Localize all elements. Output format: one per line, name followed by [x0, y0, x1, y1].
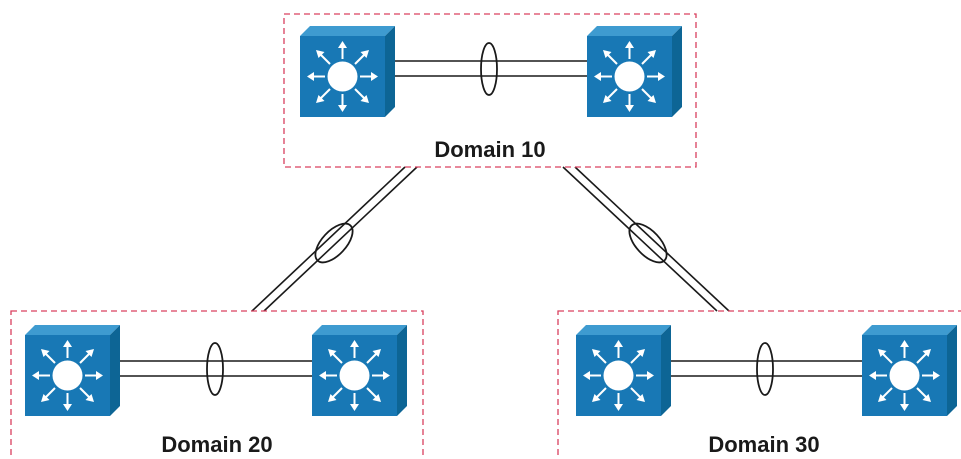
domain-30-group: Domain 30 [557, 310, 961, 459]
switch-icon [24, 324, 121, 417]
bundle-ellipse-icon [314, 222, 354, 264]
bundle-ellipse-icon [628, 222, 668, 264]
peer-link-domain-30 [665, 342, 862, 396]
domain-30-boundary [557, 310, 961, 459]
peer-link-domain-10 [394, 42, 587, 96]
bundle-ellipse-icon [206, 342, 224, 396]
domain-10-boundary [283, 13, 697, 168]
domain-10-group: Domain 10 [283, 13, 697, 168]
link-domain10-domain30 [562, 166, 730, 312]
link-domain10-domain20 [251, 166, 418, 312]
domain-30-label: Domain 30 [708, 432, 819, 457]
domain-10-label: Domain 10 [434, 137, 545, 162]
switch-icon [299, 25, 396, 118]
bundle-ellipse-icon [756, 342, 774, 396]
domain-20-group: Domain 20 [10, 310, 424, 459]
bundle-ellipse-icon [480, 42, 498, 96]
peer-link-domain-20 [119, 342, 315, 396]
domain-20-label: Domain 20 [161, 432, 272, 457]
domain-20-boundary [10, 310, 424, 459]
switch-icon [861, 324, 958, 417]
switch-icon [586, 25, 683, 118]
switch-icon [311, 324, 408, 417]
switch-icon [575, 324, 672, 417]
